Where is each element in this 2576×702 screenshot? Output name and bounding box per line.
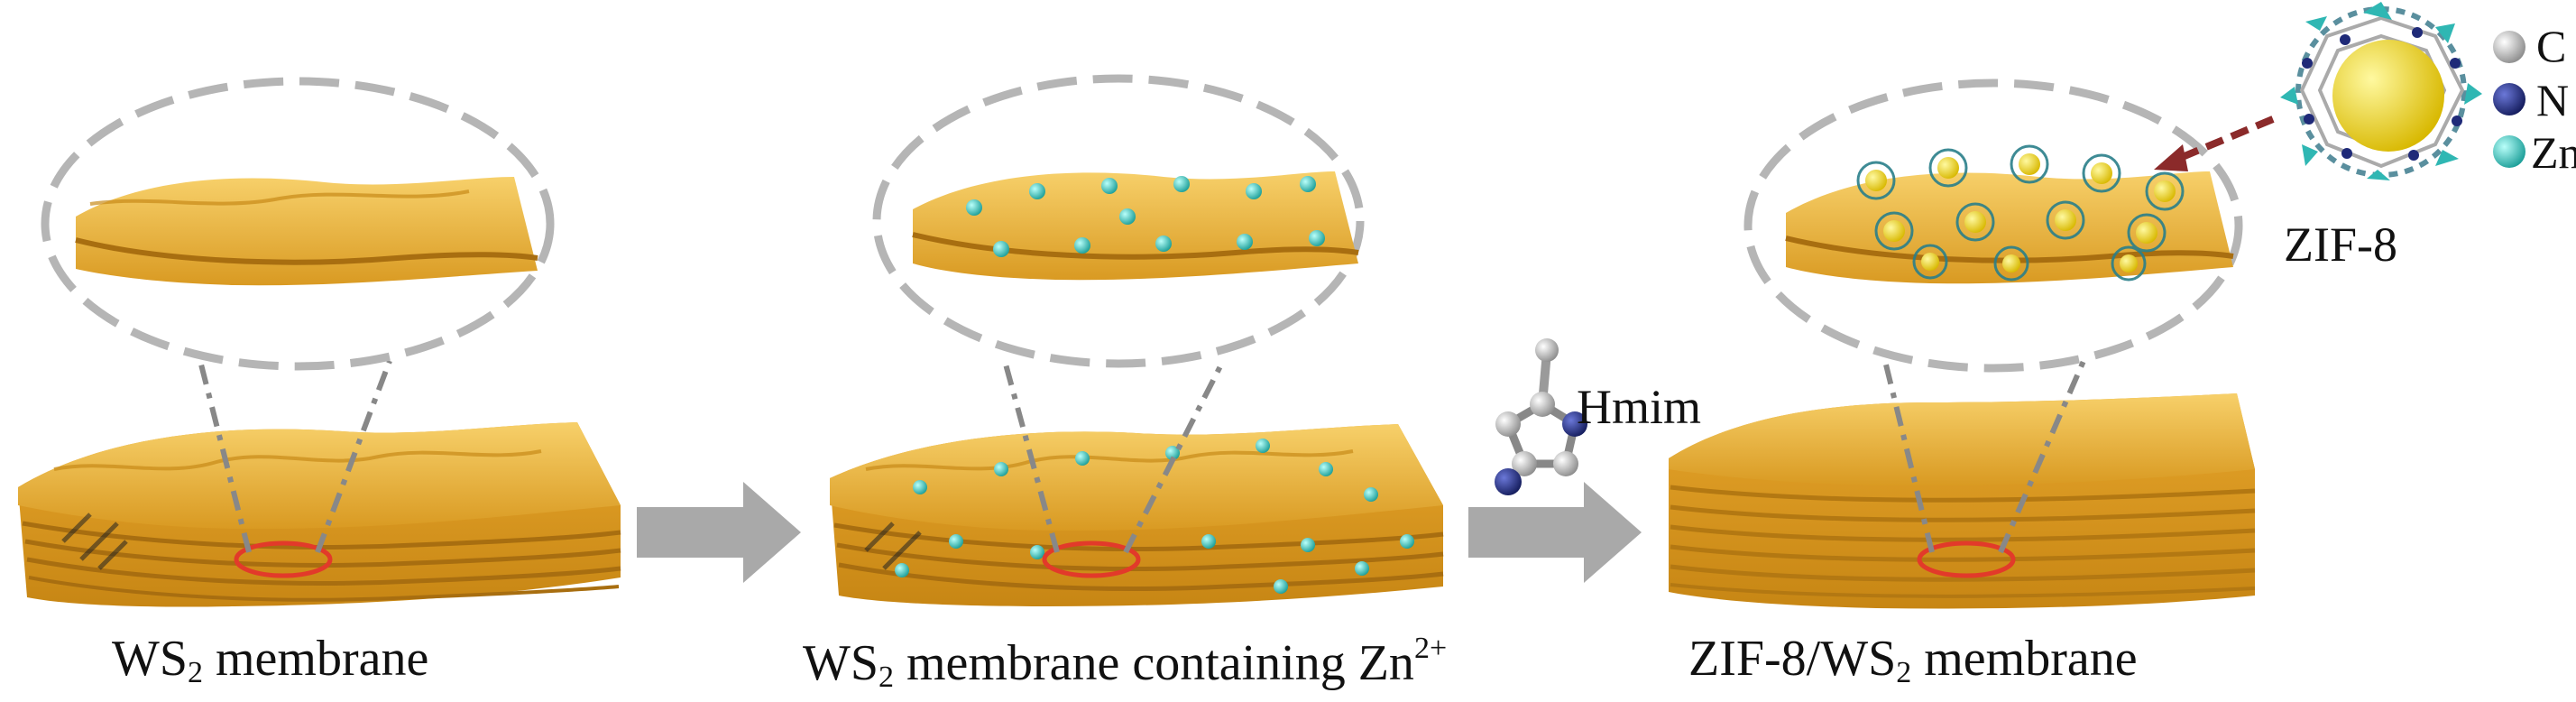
legend-label-c: C <box>2536 21 2567 71</box>
legend-zinc-ball <box>2493 135 2525 168</box>
process-arrow-2 <box>1468 482 1642 583</box>
zif-zoom-ellipse <box>1743 79 2243 373</box>
zif-membrane-stack <box>1669 393 2256 609</box>
panel-zif <box>1669 79 2256 609</box>
ws2-zoomed-layers <box>75 177 538 286</box>
panel-ws2 <box>18 77 621 607</box>
hmim-label: Hmim <box>1577 380 1702 434</box>
zn-membrane-stack <box>830 424 1444 606</box>
ws2-highlight-ring <box>234 540 333 578</box>
ws2-connector-right <box>315 359 392 554</box>
panel-zn <box>830 74 1444 606</box>
zn-highlight-ring <box>1042 540 1141 578</box>
zif8-label: ZIF-8 <box>2284 217 2397 272</box>
zif-connector-left <box>1882 360 1935 553</box>
legend-carbon-ball <box>2493 31 2525 63</box>
legend-label-zn: Zn <box>2531 127 2576 178</box>
zn-ions-stack <box>895 439 1414 594</box>
zn-connector-left <box>1002 360 1060 553</box>
zn-ions-zoom <box>966 176 1325 257</box>
ws2-connector-left <box>198 360 252 553</box>
zn-zoom-ellipse <box>872 74 1365 368</box>
legend-nitrogen-ball <box>2493 83 2525 115</box>
caption-ws2-zn-membrane: WS2 membrane containing Zn2+ <box>803 632 1448 694</box>
zn-zoomed-layers <box>912 171 1359 281</box>
zif8-crystals-zoom <box>1856 144 2185 282</box>
ws2-zoom-ellipse <box>41 77 555 371</box>
process-arrow-1 <box>637 482 801 583</box>
caption-ws2-membrane: WS2 membrane <box>112 631 429 689</box>
hmim-molecule <box>1495 338 1587 495</box>
legend-label-n: N <box>2536 75 2570 125</box>
zn-connector-right <box>1123 359 1226 554</box>
caption-zif8-ws2-membrane: ZIF-8/WS2 membrane <box>1688 631 2138 689</box>
zif-highlight-ring <box>1917 540 2016 578</box>
atom-legend <box>2493 31 2525 168</box>
zif-zoomed-layers <box>1785 144 2234 284</box>
zif-connector-right <box>1998 359 2086 554</box>
zif8-pointer-arrow <box>2154 115 2275 171</box>
zif8-structure <box>2280 2 2482 180</box>
ws2-membrane-stack <box>18 422 621 607</box>
zif8-cage-sphere <box>2332 40 2444 152</box>
